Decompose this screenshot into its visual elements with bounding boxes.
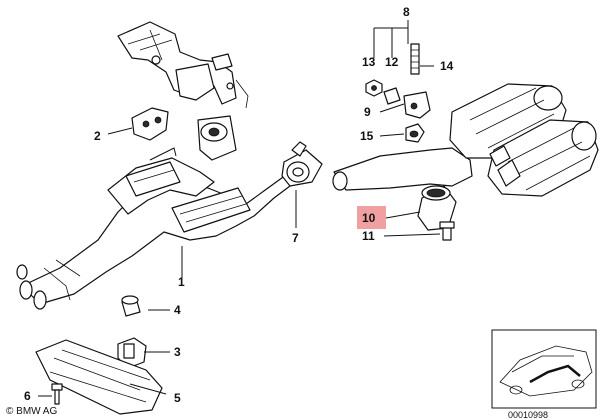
label-part-10: 10: [362, 211, 376, 225]
pipe-bracket: [117, 337, 147, 369]
label-part-7: 7: [292, 231, 299, 245]
label-part-6: 6: [24, 389, 31, 403]
shield-bolt: [51, 383, 63, 405]
label-part-2: 2: [94, 129, 101, 143]
tailpipe-cap: [417, 185, 457, 231]
hanger-bracket: [131, 107, 169, 141]
copyright-text: © BMW AG: [6, 406, 57, 417]
document-id: 00010998: [508, 410, 548, 420]
cap-bolt: [439, 221, 455, 241]
rear-silencer-assembly: [332, 83, 599, 197]
label-part-4: 4: [174, 303, 181, 317]
label-part-1: 1: [178, 275, 185, 289]
label-part-9: 9: [364, 105, 371, 119]
label-part-8: 8: [403, 5, 410, 19]
label-part-15: 15: [360, 129, 374, 143]
pipe-clamp: [281, 141, 323, 187]
leader-lines: [38, 20, 441, 397]
mounting-rubber: [121, 295, 141, 317]
upper-bracket-assembly: [117, 21, 249, 109]
silencer-hardware: [365, 43, 431, 143]
label-part-5: 5: [174, 391, 181, 405]
vehicle-location-inset: 00010998: [491, 329, 597, 420]
label-part-12: 12: [385, 55, 399, 69]
label-part-13: 13: [362, 55, 376, 69]
label-part-14: 14: [440, 59, 454, 73]
front-pipe-assembly: [16, 147, 299, 310]
part-numbers: 1 2 3 4 5 6 7 8 9 10 11 12 13 14 15: [24, 5, 454, 405]
label-part-11: 11: [362, 229, 375, 243]
label-part-3: 3: [174, 345, 181, 359]
part-10-highlight: [357, 206, 386, 229]
rubber-mount: [197, 115, 237, 161]
